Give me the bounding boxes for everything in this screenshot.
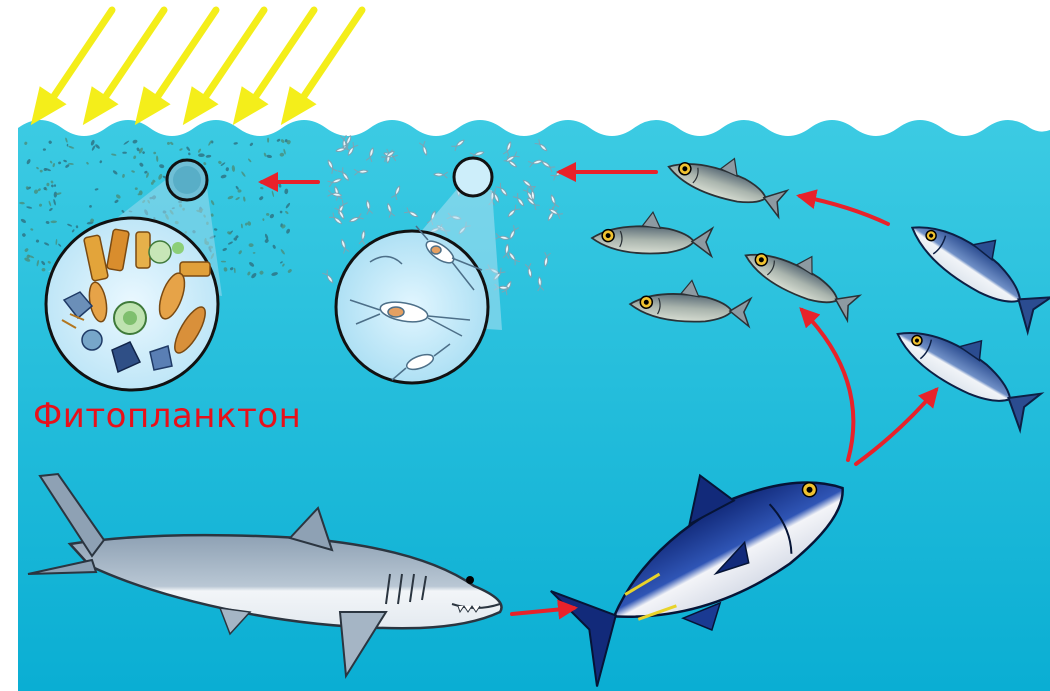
phytoplankton-particle [122,152,127,154]
phytoplankton-label: Фитопланктон [33,396,301,436]
phytoplankton-particle [198,153,205,157]
